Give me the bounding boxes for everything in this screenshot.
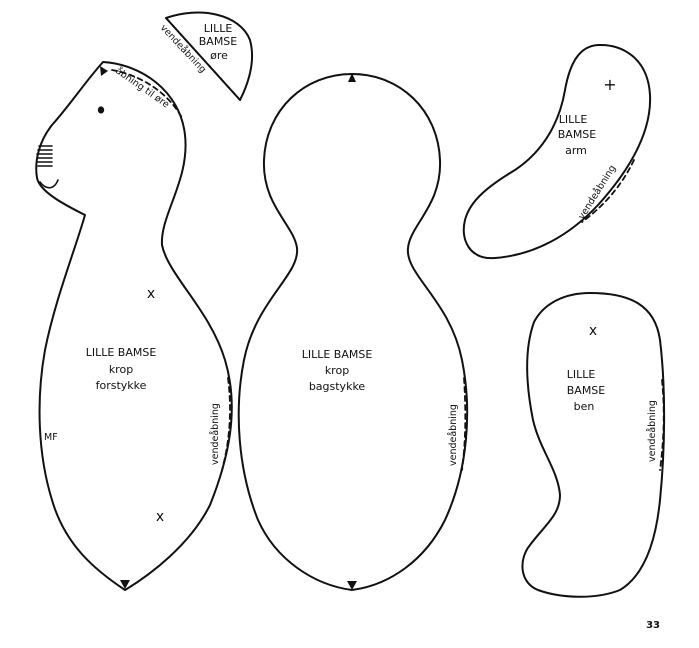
back-name-line2: bagstykke — [309, 380, 366, 393]
back-side-opening-dash — [461, 377, 467, 471]
arm-piece: + LILLE BAMSE arm vendeåbning — [462, 43, 652, 260]
arm-opening-dash — [581, 159, 635, 223]
front-ear-opening-dash — [111, 69, 183, 119]
arm-cross-mark: + — [603, 75, 616, 94]
page-number: 33 — [646, 620, 660, 631]
front-opening-label: vendeåbning — [210, 403, 221, 465]
front-body-piece: åbning til øre LILLE BAMSE krop forstykk… — [35, 61, 233, 591]
back-name-line1: krop — [325, 364, 349, 377]
eye-dot — [97, 106, 105, 114]
leg-title-line2: BAMSE — [567, 384, 606, 397]
back-title: LILLE BAMSE — [302, 348, 373, 361]
ear-title-line2: BAMSE — [199, 35, 238, 48]
back-body-piece: LILLE BAMSE krop bagstykke vendeåbning — [237, 73, 469, 591]
front-cross-mark-bottom: x — [156, 509, 164, 525]
arm-title-line1: LILLE — [559, 113, 588, 126]
ear-opening-dash — [165, 17, 241, 101]
arm-name: arm — [565, 144, 587, 157]
back-top-notch — [348, 73, 356, 82]
front-top-notch — [100, 66, 108, 76]
back-body-outline — [237, 73, 469, 591]
arm-title-line2: BAMSE — [558, 128, 597, 141]
leg-cross-mark: x — [589, 323, 597, 339]
ear-piece: LILLE BAMSE øre vendeåbning — [158, 11, 254, 101]
ear-opening-label: vendeåbning — [158, 23, 208, 76]
center-front-mark: MF — [44, 432, 58, 443]
front-cross-mark-top: x — [147, 286, 155, 302]
leg-piece: x LILLE BAMSE ben vendeåbning — [521, 292, 666, 598]
front-name-line2: forstykke — [96, 379, 147, 392]
front-title: LILLE BAMSE — [86, 346, 157, 359]
back-bottom-notch — [347, 581, 357, 590]
front-name-line1: krop — [109, 363, 133, 376]
back-opening-label: vendeåbning — [448, 404, 459, 466]
leg-title-line1: LILLE — [567, 368, 596, 381]
ear-name: øre — [210, 49, 228, 62]
ear-title-line1: LILLE — [204, 22, 233, 35]
front-bottom-notch — [120, 580, 130, 589]
nose-hatching — [36, 145, 53, 167]
front-side-opening-dash — [221, 377, 231, 471]
mouth-line — [39, 179, 59, 189]
arm-opening-label: vendeåbning — [576, 163, 618, 221]
leg-opening-dash — [659, 379, 665, 471]
ear-outline — [165, 11, 254, 101]
leg-name: ben — [574, 400, 595, 413]
leg-opening-label: vendeåbning — [647, 400, 658, 462]
front-body-outline — [35, 61, 233, 591]
arm-outline — [462, 43, 652, 260]
